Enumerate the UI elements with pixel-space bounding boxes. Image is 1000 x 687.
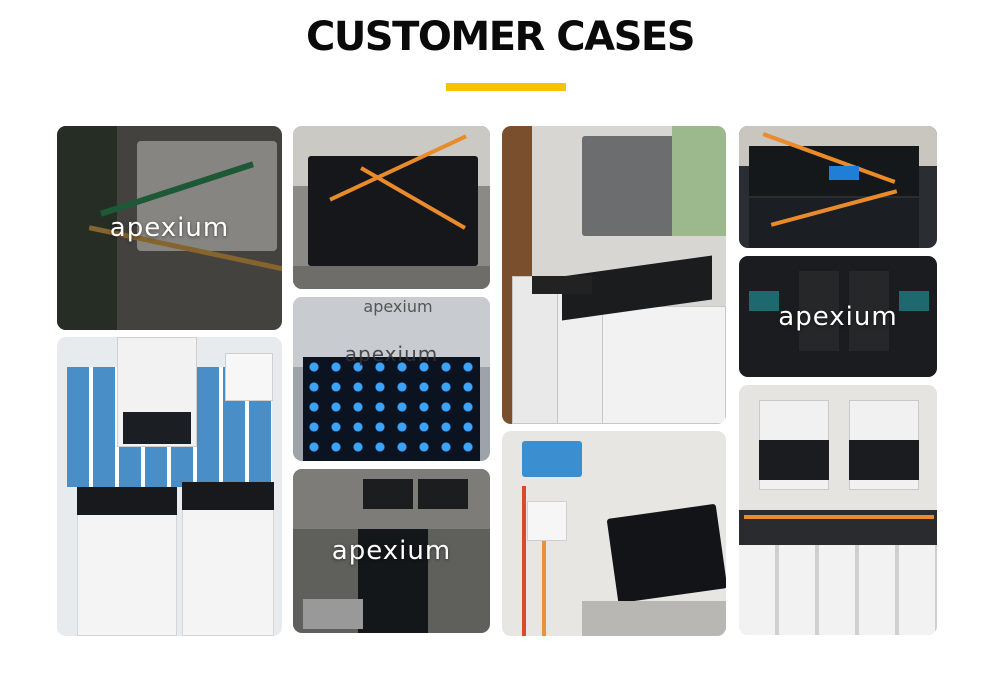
apexium-logo: apexium [109,213,230,243]
title-underline [446,83,566,91]
photo-inverter-over-battery-cabinets [502,126,726,424]
apexium-logo: apexium [778,301,898,332]
photo-black-battery-orange-cables [293,126,490,289]
photo-wall-mounted-battery-rack: apexium [293,469,490,633]
page-title: CUSTOMER CASES [305,14,696,60]
apexium-logo-top: apexium [363,297,433,316]
photo-battery-cells-blue-lit: apexium apexium [293,297,490,461]
apexium-logo: apexium [344,342,439,366]
photo-control-box-wiring: apexium [57,126,282,330]
photo-inverter-on-tiled-wall [57,337,282,636]
apexium-logo: apexium [331,536,452,566]
photo-battery-modules-topview: apexium [739,256,937,377]
photo-battery-with-breaker [502,431,726,636]
photo-dual-inverter-system [739,385,937,635]
photo-battery-modules-closeup [739,126,937,248]
